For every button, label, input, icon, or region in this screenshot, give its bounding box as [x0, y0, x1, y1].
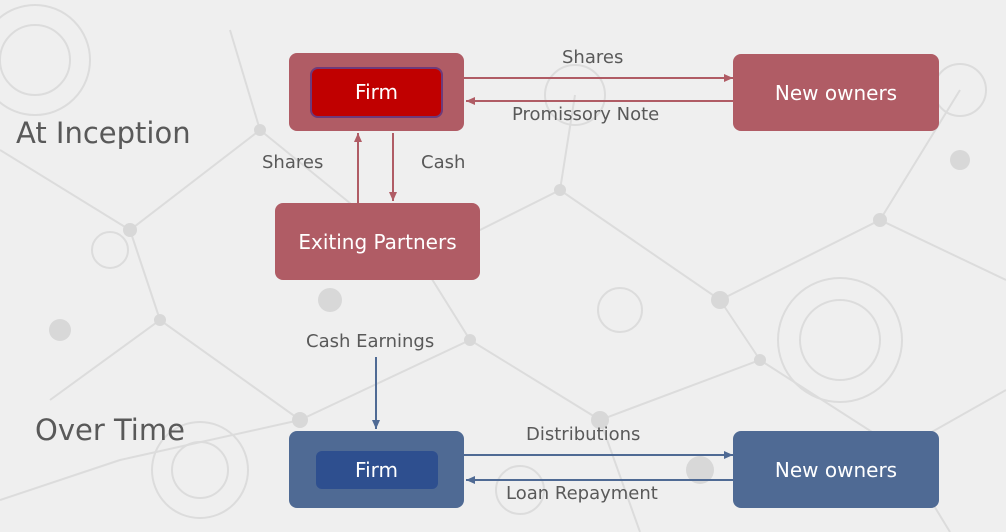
firm-box-inception: Firm [289, 53, 464, 131]
firm-box-over-time: Firm [289, 431, 464, 508]
label-cash-earnings: Cash Earnings [306, 331, 435, 352]
firm-label-box-inception: Firm [310, 66, 443, 118]
label-shares-from-partners: Shares [262, 152, 324, 173]
new-owners-box-over-time: New owners [733, 431, 939, 508]
label-shares-to-new-owners: Shares [562, 47, 624, 68]
label-loan-repayment: Loan Repayment [506, 483, 658, 504]
section-title-inception: At Inception [16, 116, 191, 150]
label-promissory-note: Promissory Note [512, 104, 660, 125]
section-title-over-time: Over Time [35, 413, 185, 447]
label-distributions: Distributions [526, 424, 641, 445]
label-cash-to-partners: Cash [421, 152, 466, 173]
exiting-partners-box: Exiting Partners [275, 203, 480, 280]
firm-label-box-over-time: Firm [315, 450, 438, 489]
new-owners-box-inception: New owners [733, 54, 939, 131]
